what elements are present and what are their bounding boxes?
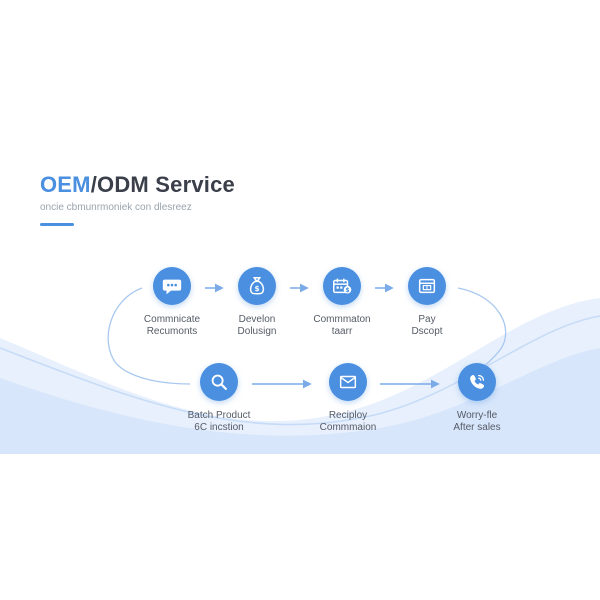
step-label-line1: Commnicate [143,314,201,325]
step-label: Worry-fle After sales [417,410,537,434]
step-batch-inspection: Batch Product 6C incstion [159,363,279,434]
background-waves [0,298,600,454]
calendar-payment-icon: $ [323,267,361,305]
money-bag-icon: $ [238,267,276,305]
magnifier-icon [200,363,238,401]
step-label-line2: Dolusign [237,326,277,337]
step-label-line1: Commmaton [313,314,371,325]
step-label: Batch Product 6C incstion [159,410,279,434]
step-label-line1: Worry-fle [456,410,498,421]
title-accent: OEM [40,172,91,197]
page-title: OEM/ODM Service [40,172,235,198]
step-label-line2: After sales [453,422,501,433]
page-subtitle: oncie cbmunrmoniek con dlesreez [40,202,192,213]
step-label: Commnicate Recumonts [112,314,232,338]
step-pay: Pay Dscopt [367,267,487,338]
step-label: Commmaton taarr [282,314,402,338]
step-label-line2: taarr [331,326,353,337]
chat-bubble-icon [153,267,191,305]
step-label: Pay Dscopt [367,314,487,338]
step-label-line1: Develon [238,314,276,325]
step-confirmation: $ Commmaton taarr [282,267,402,338]
step-after-sales: Worry-fle After sales [417,363,537,434]
phone-support-icon [458,363,496,401]
step-label-line1: Reciploy [328,410,368,421]
step-label-line1: Batch Product [187,410,251,421]
package-box-icon [329,363,367,401]
step-label-line1: Pay [418,314,436,325]
svg-text:$: $ [254,284,259,293]
step-label-line2: 6C incstion [194,422,244,433]
payment-window-icon [408,267,446,305]
step-label-line2: Recumonts [146,326,198,337]
step-label-line2: Commmaion [319,422,377,433]
step-label: Develon Dolusign [197,314,317,338]
step-delivery: Reciploy Commmaion [288,363,408,434]
title-rest: /ODM Service [90,172,235,197]
step-develop: $ Develon Dolusign [197,267,317,338]
title-underline [40,223,74,226]
step-communicate: Commnicate Recumonts [112,267,232,338]
svg-text:$: $ [345,287,349,294]
step-label: Reciploy Commmaion [288,410,408,434]
step-label-line2: Dscopt [411,326,443,337]
